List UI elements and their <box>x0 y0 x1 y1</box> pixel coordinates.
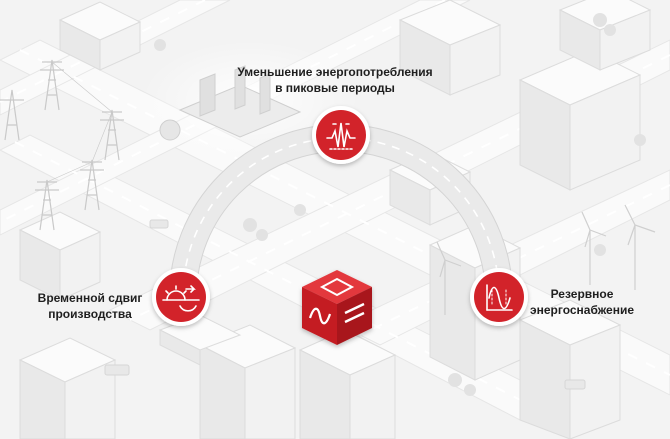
production-shift-label-line-2: производства <box>48 307 132 321</box>
pulse-waveform-icon <box>326 122 356 150</box>
buildings <box>18 0 652 439</box>
production-shift-label-line-1: Временной сдвиг <box>37 291 143 305</box>
node-peak-reduction <box>312 106 370 164</box>
backup-power-label: Резервное энергоснабжение <box>530 286 634 318</box>
trees <box>154 13 646 396</box>
storage-cube-logo <box>302 270 372 345</box>
node-production-shift <box>152 268 210 326</box>
day-night-shift-icon <box>162 285 200 312</box>
wind-turbines <box>436 204 656 315</box>
peak-reduction-label: Уменьшение энергопотребления в пиковые п… <box>237 64 432 96</box>
backup-power-label-line-2: энергоснабжение <box>529 303 635 317</box>
peak-reduction-label-line-2: в пиковые периоды <box>275 81 395 95</box>
node-backup-power <box>470 268 528 326</box>
peak-reduction-label-line-1: Уменьшение энергопотребления <box>237 65 433 79</box>
backup-power-label-line-1: Резервное <box>550 287 614 301</box>
sine-wave-icon <box>486 284 513 311</box>
production-shift-label: Временной сдвиг производства <box>38 290 143 322</box>
power-pylons <box>0 59 124 231</box>
vehicles <box>104 219 586 390</box>
